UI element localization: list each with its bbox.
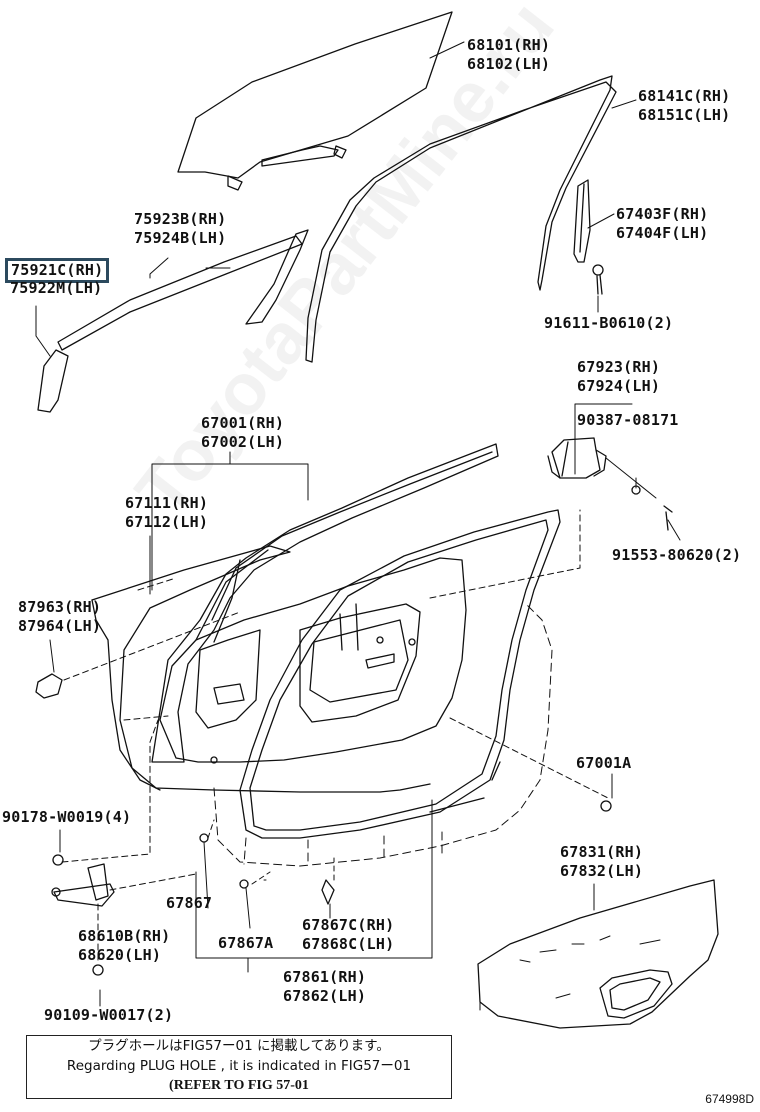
label-67867c: 67867C(RH)67868C(LH) — [302, 916, 395, 953]
pillar-cover — [37, 349, 69, 413]
label-67867a: 67867A — [218, 934, 274, 952]
note-line-english: Regarding PLUG HOLE , it is indicated in… — [66, 1058, 412, 1074]
label-67403f: 67403F(RH)67404F(LH) — [616, 205, 709, 242]
pillar-garnish — [245, 229, 309, 325]
note-line-japanese: プラグホールはFIG57ー01 に掲載してあります。 — [88, 1038, 390, 1054]
label-67001a: 67001A — [576, 754, 632, 772]
label-91611: 91611-B0610(2) — [544, 314, 674, 332]
door-check — [547, 437, 607, 479]
label-67861: 67861(RH)67862(LH) — [283, 968, 367, 1005]
clip-67867C — [321, 879, 335, 905]
dashed-outline — [213, 603, 553, 867]
label-67867: 67867 — [166, 894, 213, 912]
door-hinge — [51, 854, 115, 976]
note-line-refer: (REFER TO FIG 57-01 — [169, 1078, 309, 1093]
figure-code: 674998D — [705, 1092, 754, 1106]
door-inner-panel — [159, 557, 467, 763]
door-weatherstrip — [239, 509, 561, 839]
label-68141c: 68141C(RH)68151C(LH) — [638, 87, 731, 124]
label-75921c: 75921C(RH) 75922M(LH) — [5, 258, 110, 298]
glass-bracket — [261, 145, 339, 167]
clip-67867 — [199, 833, 209, 843]
door-trim-board — [477, 879, 719, 1029]
label-67923: 67923(RH)67924(LH) — [577, 358, 661, 395]
label-91553: 91553-80620(2) — [612, 546, 742, 564]
grommet-87963 — [35, 673, 63, 699]
label-68610b: 68610B(RH)68620(LH) — [78, 927, 171, 964]
division-bar — [573, 179, 591, 263]
door-frame — [151, 443, 499, 763]
clip-67867A — [239, 879, 249, 889]
glass-run — [305, 75, 617, 363]
label-67001: 67001(RH)67002(LH) — [201, 414, 285, 451]
label-87963: 87963(RH)87964(LH) — [18, 598, 102, 635]
label-90387: 90387-08171 — [577, 411, 679, 429]
label-90109: 90109-W0017(2) — [44, 1006, 174, 1024]
clip-67001A — [600, 800, 612, 812]
door-outer-panel — [91, 545, 431, 793]
label-67831: 67831(RH)67832(LH) — [560, 843, 644, 880]
door-glass — [177, 11, 453, 179]
label-75923b: 75923B(RH)75924B(LH) — [134, 210, 227, 247]
label-68101: 68101(RH)68102(LH) — [467, 36, 551, 73]
label-90178: 90178-W0019(4) — [2, 808, 132, 826]
highlighted-part-number[interactable]: 75921C(RH) — [5, 258, 110, 283]
plug-hole-note: プラグホールはFIG57ー01 に掲載してあります。 Regarding PLU… — [26, 1035, 452, 1099]
label-67111: 67111(RH)67112(LH) — [125, 494, 209, 531]
bolt-91611 — [592, 264, 604, 295]
leader-lines-upper — [35, 41, 637, 357]
